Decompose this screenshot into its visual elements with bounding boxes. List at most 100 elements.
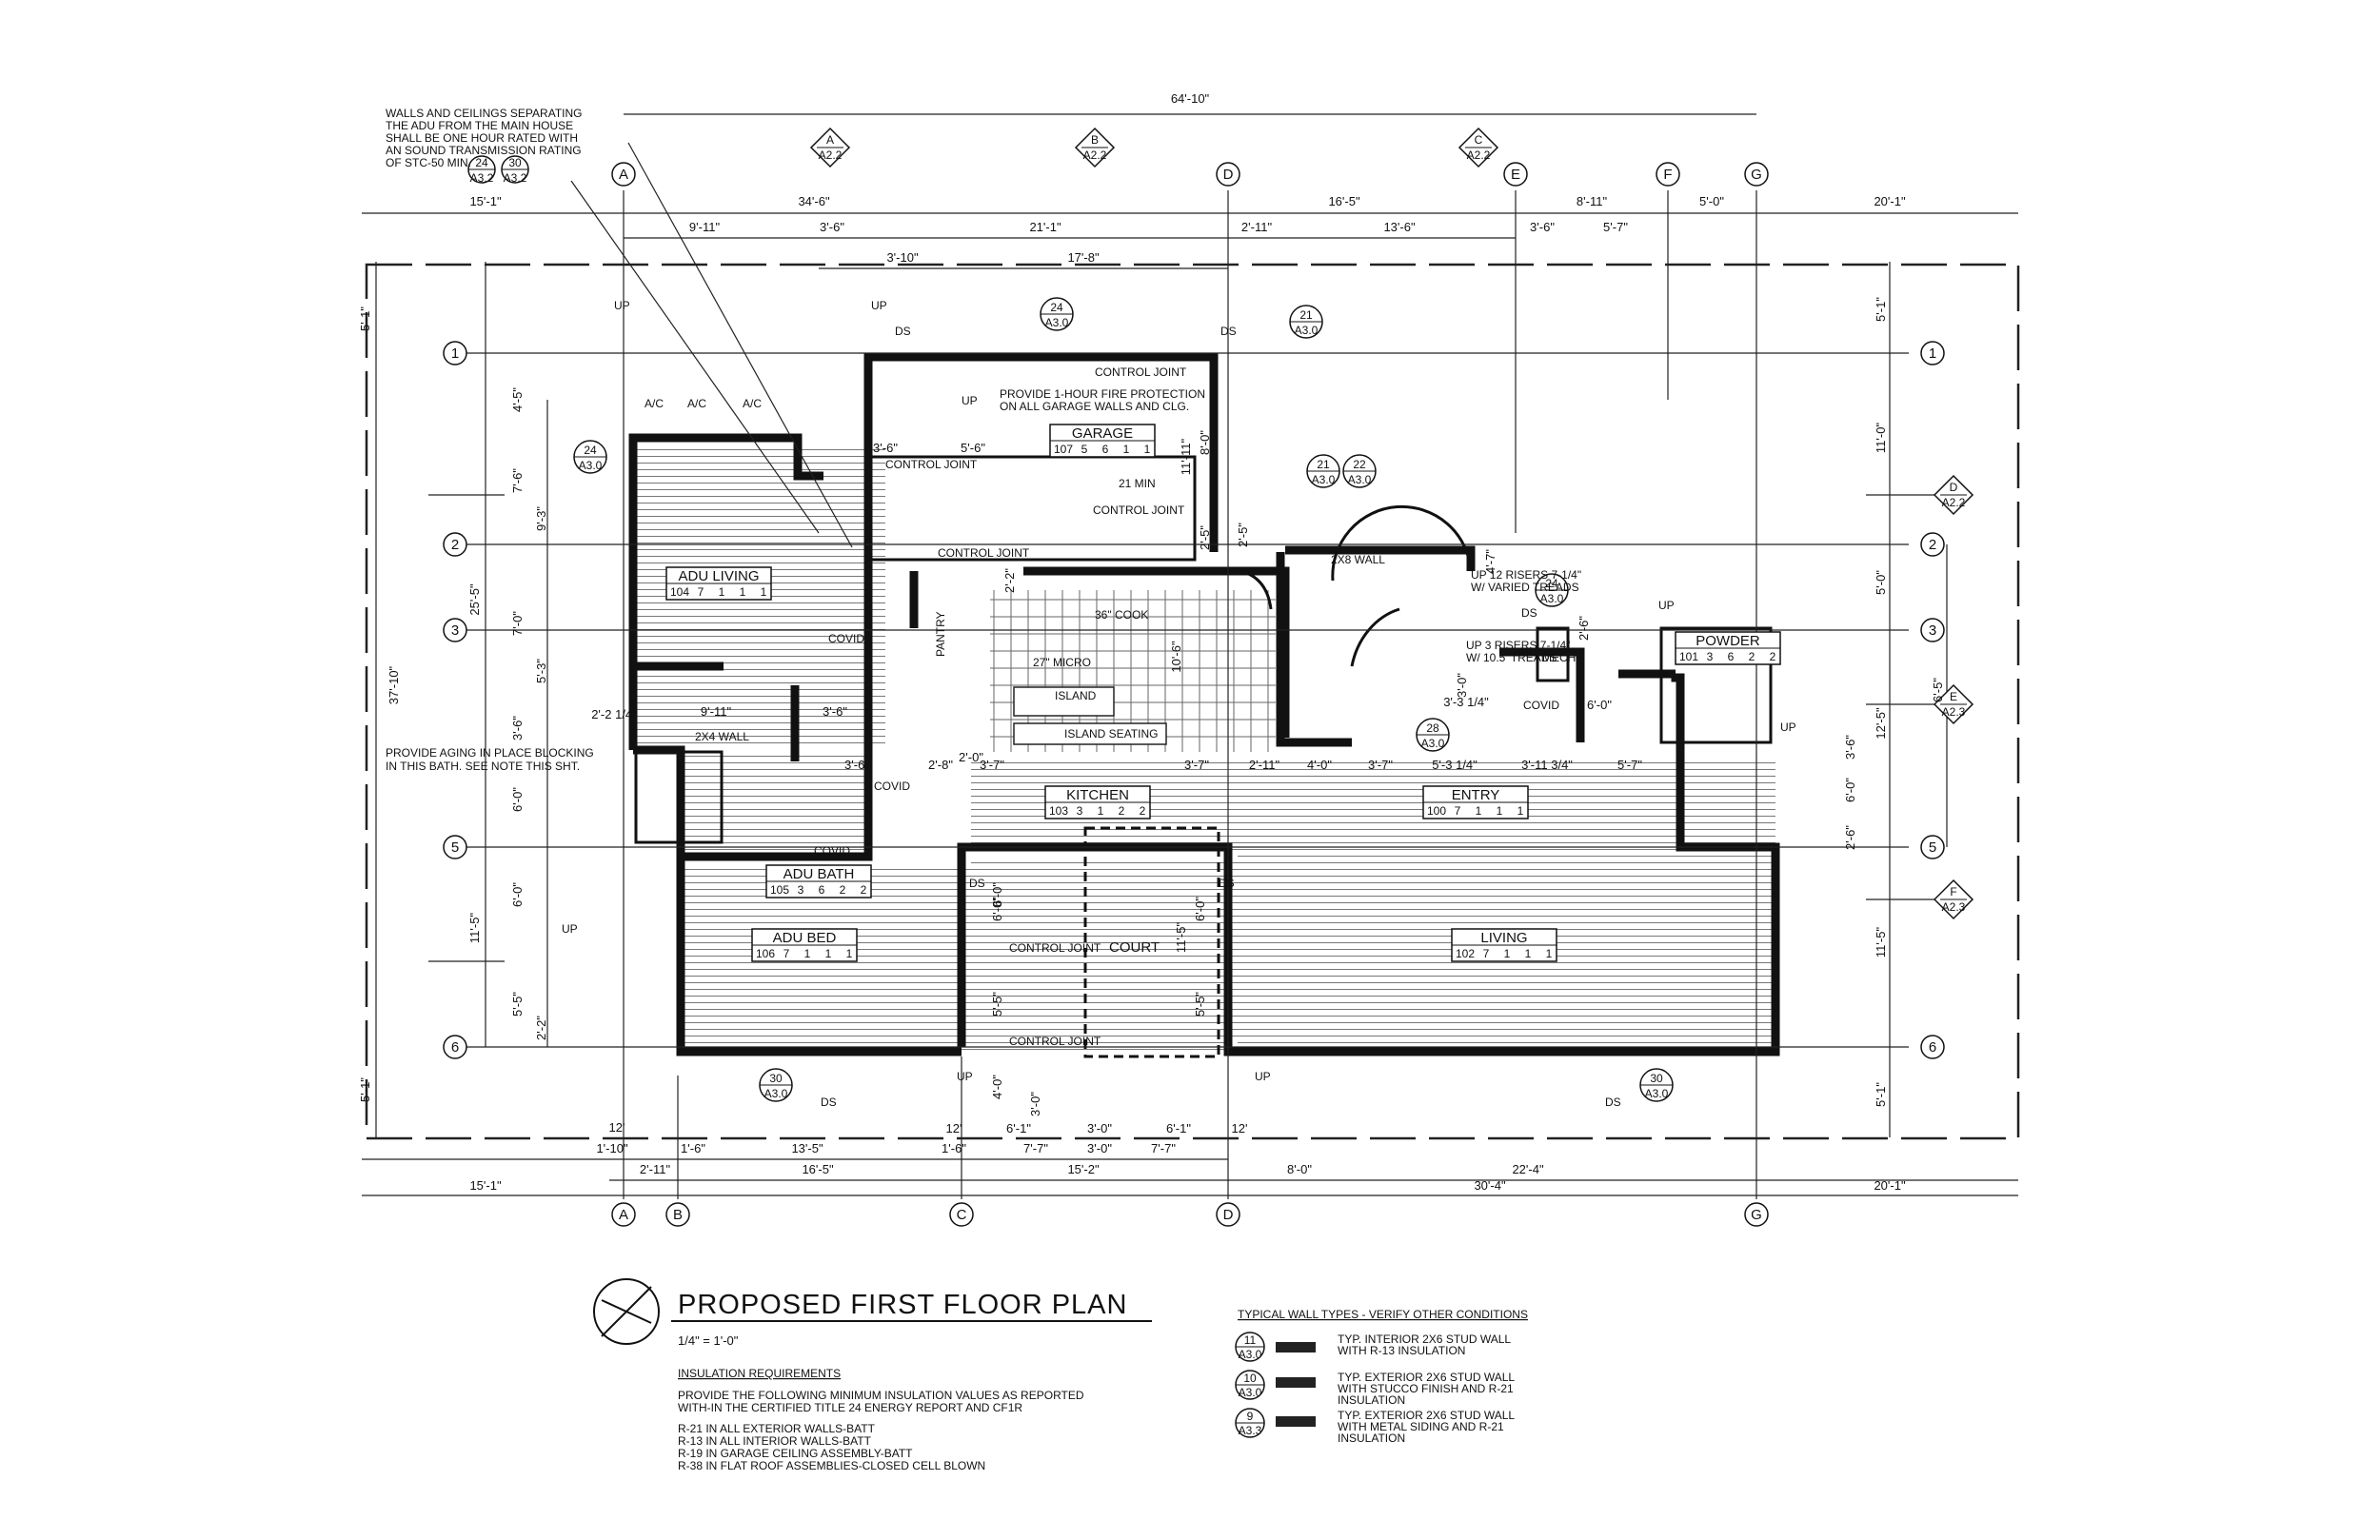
dimension: 7'-7" [1023, 1141, 1048, 1155]
label-ds: DS [1605, 1096, 1621, 1109]
label-up: UP [614, 299, 630, 312]
room-code: 103 [1049, 804, 1068, 818]
dimension-left: 25'-5" [467, 583, 482, 616]
grid-label-row-5: 5 [1929, 839, 1936, 856]
label-up: UP [1780, 721, 1796, 734]
grid-label-row-1: 1 [1929, 346, 1936, 362]
wall-type-sheet: A3.0 [1239, 1348, 1262, 1361]
insulation-item: R-21 IN ALL EXTERIOR WALLS-BATT [678, 1422, 876, 1435]
room-code: 1 [825, 947, 832, 960]
detail-num: 21 [1317, 458, 1330, 471]
room-code: 2 [1749, 650, 1755, 663]
room-code: 2 [1140, 804, 1146, 818]
dimension: 7'-7" [1151, 1141, 1176, 1155]
room-code: 1 [804, 947, 811, 960]
grid-bubble-row-3: 3 [443, 618, 467, 642]
dimension-interior: 6'-1" [1166, 1121, 1191, 1135]
dimension-right: 6'-5" [1931, 678, 1945, 702]
section-sheet: A2.2 [1942, 496, 1966, 509]
dimension-interior: 3'-6" [823, 704, 847, 719]
grid-label-d: D [1223, 1207, 1234, 1223]
label-control-joint: CONTROL JOINT [885, 458, 978, 471]
dimension-left: 5'-1" [358, 1077, 372, 1102]
dimension: 17'-8" [1067, 250, 1100, 265]
room-name: GARAGE [1072, 425, 1133, 442]
grid-label-c: C [957, 1207, 967, 1223]
dimension-interior: 6'-0" [1587, 698, 1612, 712]
label-control-joint: CONTROL JOINT [938, 546, 1030, 560]
grid-bubble-c: C [949, 1202, 974, 1227]
section-id: C [1475, 133, 1483, 147]
dimension-interior: 5'-6" [961, 441, 985, 455]
dimension: 2'-11" [1241, 220, 1273, 234]
section-id: A [826, 133, 834, 147]
grid-bubble-row-6: 6 [443, 1035, 467, 1059]
property-line [365, 263, 2020, 1140]
section-id: B [1091, 133, 1099, 147]
dimension-interior: 10'-6" [1169, 641, 1183, 673]
room-code: 6 [1728, 650, 1735, 663]
grid-label-f: F [1663, 167, 1672, 183]
dimension-interior: 5'-5" [990, 992, 1004, 1017]
dimension-interior: 6'-0" [990, 897, 1004, 921]
room-code: 100 [1427, 804, 1446, 818]
section-sheet: A2.2 [1083, 148, 1107, 162]
room-code: 1 [719, 585, 725, 599]
note-garage-fire: PROVIDE 1-HOUR FIRE PROTECTION [1000, 387, 1205, 401]
dimension-interior: 6'-0" [1843, 778, 1857, 802]
room-name: ADU BED [773, 930, 837, 946]
room-code: 2 [1770, 650, 1776, 663]
grid-label-row-1: 1 [451, 346, 459, 362]
dimension-interior: 12' [1232, 1121, 1248, 1135]
detail-num: 22 [1353, 458, 1366, 471]
room-code: 1 [1517, 804, 1524, 818]
room-code: 1 [740, 585, 746, 599]
label-stair-lower: UP 3 RISERS 7-1/4" [1466, 639, 1570, 652]
dimension-interior: 2'-0" [959, 750, 983, 764]
detail-sheet: A3.0 [1348, 473, 1372, 486]
insulation-item: R-38 IN FLAT ROOF ASSEMBLIES-CLOSED CELL… [678, 1459, 985, 1472]
dimension: 1'-10" [596, 1141, 628, 1155]
grid-bubble-row-2: 2 [1920, 532, 1945, 557]
detail-sheet: A3.0 [1540, 592, 1564, 605]
detail-sheet: A3.0 [1045, 316, 1069, 329]
dimension-interior: 3'-11 3/4" [1521, 758, 1573, 772]
grid-bubble-d: D [1216, 162, 1240, 187]
label-ds: DS [969, 877, 985, 890]
label-stair-treads2: W/ 10.5' TREADS [1466, 651, 1557, 664]
dimension: 20'-1" [1874, 1178, 1906, 1193]
dimension-interior: 2'-2" [1002, 568, 1017, 593]
dimension: 2'-11" [640, 1162, 671, 1176]
insulation-intro: WITH-IN THE CERTIFIED TITLE 24 ENERGY RE… [678, 1401, 1022, 1414]
dimension: 5'-7" [1603, 220, 1628, 234]
note-adu-separation: SHALL BE ONE HOUR RATED WITH [386, 131, 578, 145]
grid-bubble-b: B [665, 1202, 690, 1227]
grid-bubble-g: G [1744, 1202, 1769, 1227]
room-code: 1 [761, 585, 767, 599]
detail-sheet: A3.2 [504, 171, 527, 185]
label-micro: 27" MICRO [1033, 656, 1091, 669]
label-stair-upper: UP 12 RISERS 7-1/4" [1471, 568, 1581, 582]
label-island: ISLAND [1055, 689, 1097, 702]
dimension: 15'-1" [469, 194, 502, 208]
room-code: 1 [1504, 947, 1511, 960]
dimension-right: 5'-1" [1874, 1082, 1888, 1107]
grid-bubble-a: A [611, 162, 636, 187]
wall-type-description: TYP. INTERIOR 2X6 STUD WALL [1338, 1333, 1511, 1346]
section-marker-d: DA2.2 [1933, 474, 1974, 516]
room-code: 3 [1077, 804, 1083, 818]
overall-dimension: 64'-10" [1171, 91, 1210, 106]
room-name: ENTRY [1452, 787, 1500, 803]
dimension: 30'-4" [1474, 1178, 1506, 1193]
room-code: 1 [1525, 947, 1532, 960]
drawing-title: PROPOSED FIRST FLOOR PLAN [678, 1290, 1127, 1320]
dimension-left: 5'-1" [358, 306, 372, 331]
section-marker-b: BA2.2 [1074, 127, 1116, 168]
